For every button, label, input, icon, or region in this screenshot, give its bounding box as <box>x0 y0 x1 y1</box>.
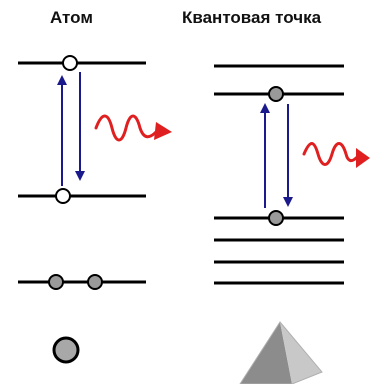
qd-electron-upper <box>269 87 283 101</box>
atom-electron-1 <box>49 275 63 289</box>
quantum-dot-diagram <box>214 66 370 384</box>
atom-electron-2 <box>88 275 102 289</box>
qd-photon-arrowhead <box>356 148 370 168</box>
atom-diagram <box>18 56 172 362</box>
atom-empty-state-upper <box>63 56 77 70</box>
atom-photon-arrowhead <box>154 122 172 140</box>
qd-photon-icon <box>304 144 356 165</box>
qd-electron-lower <box>269 211 283 225</box>
atom-sphere-icon <box>54 338 78 362</box>
atom-photon-icon <box>96 116 156 140</box>
atom-empty-state-lower <box>56 189 70 203</box>
quantum-dot-pyramid-icon <box>240 322 322 384</box>
